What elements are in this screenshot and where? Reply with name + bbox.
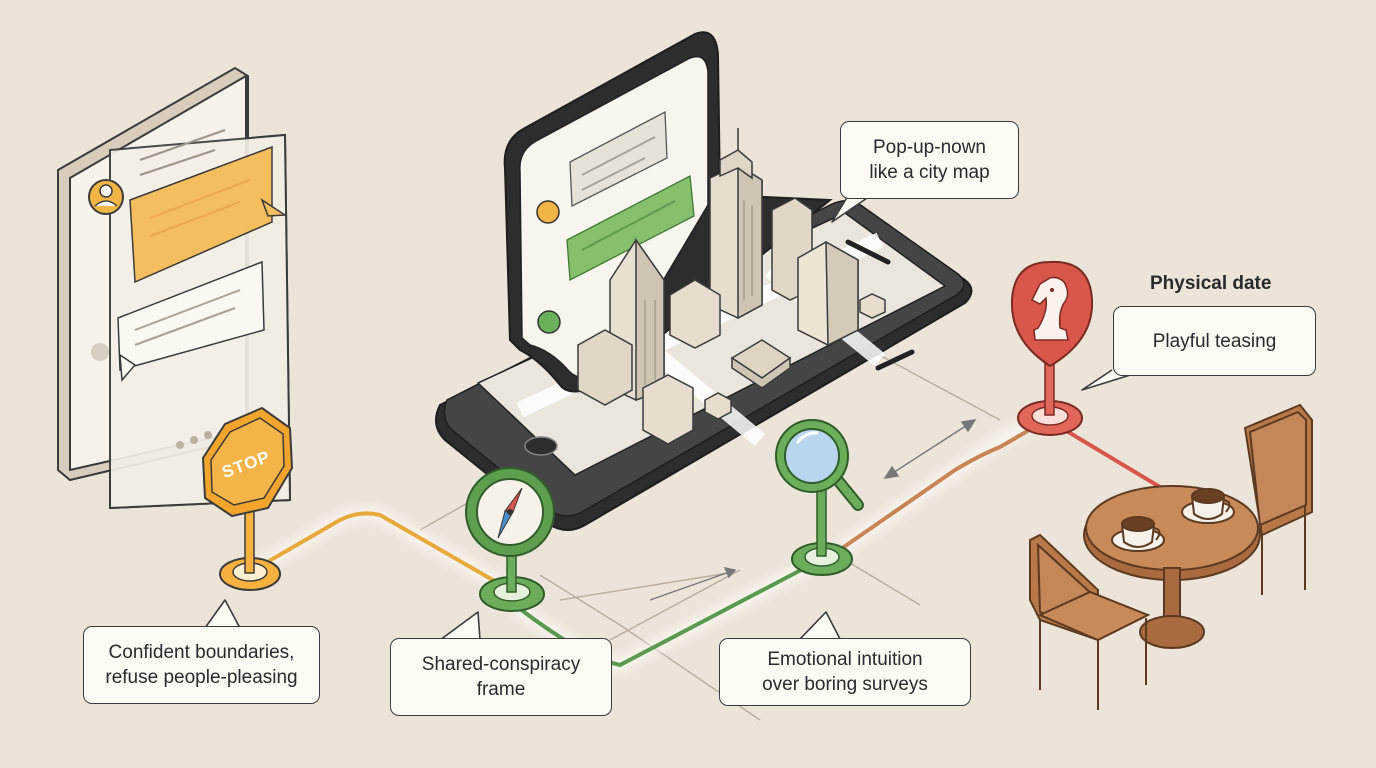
typing-dots — [176, 431, 212, 449]
popup-screen — [503, 31, 833, 393]
callout-teasing-line-1: Playful teasing — [1152, 330, 1277, 352]
phone-home-button — [524, 436, 558, 456]
city-buildings-icon — [577, 128, 886, 445]
screen-bubble-1 — [569, 110, 668, 208]
cafe-scene — [1029, 403, 1313, 710]
callout-intuition: Emotional intuition over boring surveys — [719, 638, 971, 706]
magnifier-pin — [775, 419, 864, 576]
chess-knight-icon — [1010, 260, 1094, 368]
physical-date-title: Physical date — [1150, 273, 1272, 294]
chair-front-icon — [1029, 533, 1151, 710]
callout-boundaries-line-2: refuse people-pleasing — [105, 667, 298, 688]
callout-boundaries-line-1: Confident boundaries, — [108, 642, 295, 663]
compass-pin — [465, 467, 555, 612]
chair-back-icon — [1243, 403, 1313, 595]
callout-conspiracy: Shared-conspiracy frame — [390, 638, 612, 716]
callout-city-map-line-1: Pop-up-nown — [872, 137, 987, 158]
screen-bubble-2 — [566, 174, 695, 282]
callout-city-map-line-2: like a city map — [869, 162, 990, 183]
phone — [435, 31, 973, 531]
chat-lines-top — [139, 129, 226, 176]
block-building-a — [577, 329, 633, 406]
callout-intuition-line-2: over boring surveys — [762, 674, 928, 695]
double-arrow-hint — [883, 419, 977, 479]
avatar-icon — [88, 179, 124, 215]
message-bubble-orange — [129, 145, 288, 284]
callout-conspiracy-line-1: Shared-conspiracy — [421, 654, 581, 675]
tower-building — [709, 128, 763, 320]
arrow-hint-lower — [649, 567, 737, 601]
coffee-cup-icon-2 — [1181, 488, 1235, 524]
route-date-to-table — [1063, 428, 1167, 492]
callout-city-map: Pop-up-nown like a city map — [840, 121, 1019, 199]
route-intuition-to-date — [823, 416, 1052, 562]
magnifier-icon — [775, 419, 864, 511]
knight-pin — [1010, 260, 1094, 436]
coffee-cup-icon — [1111, 516, 1165, 552]
callout-boundaries: Confident boundaries, refuse people-plea… — [83, 626, 320, 704]
callout-playful-teasing: Playful teasing — [1113, 306, 1316, 376]
stop-sign-pin: STOP — [201, 406, 294, 591]
route-boundaries-to-conspiracy — [248, 511, 506, 589]
compass-icon — [465, 467, 555, 557]
message-bubble-white — [117, 260, 265, 382]
block-building-e — [642, 374, 694, 445]
block-building-b — [669, 279, 721, 349]
callout-intuition-line-1: Emotional intuition — [767, 649, 923, 670]
callout-conspiracy-line-2: frame — [476, 679, 526, 700]
stop-sign-icon: STOP — [201, 406, 294, 518]
